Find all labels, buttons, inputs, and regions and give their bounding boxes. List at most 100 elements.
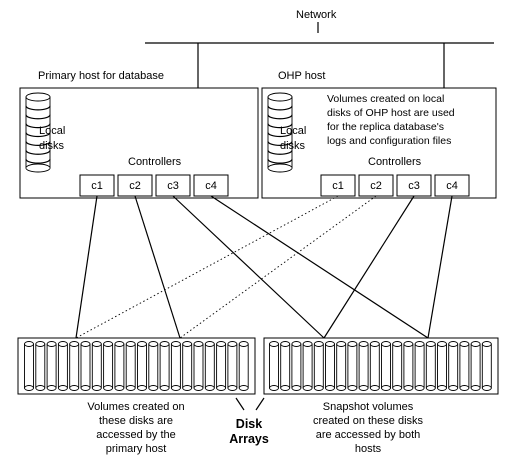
left-array-disk-bottom [137,385,147,391]
primary-disk-platter-edge [25,105,51,111]
right-array-disk [347,343,358,389]
left-array-disk-bottom [35,385,46,391]
primary-controller-c1-label: c1 [91,180,103,192]
left-array-disk-top [69,341,80,347]
left-array-disk-top [46,341,57,347]
ohp-note-line-3: for the replica database's [327,121,444,133]
right-array-disk-bottom [336,385,347,391]
right-array-disk-bottom [325,385,335,391]
left-array-disk-bottom [125,385,136,391]
right-array-disk-top [325,341,335,347]
left-array-disk-bottom [238,385,249,391]
right-array-disk [313,343,324,389]
link-ohp-c1-left-array-dotted [75,195,339,339]
left-disk-array-box [17,337,256,395]
right-array-disk-top [392,341,403,347]
left-array-disk-top [227,341,238,347]
primary-disk-platter-edge [25,114,51,120]
primary-disk-platter-edge [25,141,51,146]
right-array-disk-bottom [313,385,324,391]
disk-arrays-pointer-left [235,397,245,411]
right-disk-array [263,337,499,395]
ohp-controller-c3-label: c3 [408,180,420,192]
left-array-disk-bottom [80,385,91,391]
ohp-local-disks-label-2: disks [280,140,306,152]
right-array-disk-top [403,341,414,347]
right-array-disk [425,343,436,389]
left-array-disk-top [238,341,249,347]
right-array-disk-top [280,341,291,347]
primary-disk-stack-base-mask [26,167,50,169]
left-array-disk-bottom [227,385,238,391]
right-array-disk [448,343,459,389]
link-primary-c3-right-array [172,195,325,339]
right-caption-line-1: Snapshot volumes [323,401,414,413]
right-array-disk [302,343,313,389]
connections [75,195,453,339]
left-array-disk-top [204,341,215,347]
right-array-disk-top [459,341,470,347]
left-array-disk-top [159,341,170,347]
left-array-disk [148,343,159,389]
left-array-disk [57,343,68,389]
left-array-disk-top [24,341,34,347]
left-array-disk-bottom [57,385,68,391]
left-array-disk [125,343,136,389]
right-array-disk-top [470,341,481,347]
left-array-disk [91,343,102,389]
left-disk-array [17,337,256,395]
right-array-disk [325,343,335,389]
ohp-note-line-1: Volumes created on local [327,93,444,105]
ohp-note-line-2: disks of OHP host are used [327,107,455,119]
primary-controller-c2-label: c2 [129,180,141,192]
link-ohp-c4-right-array [427,195,453,339]
ohp-controllers-label: Controllers [368,156,422,168]
right-array-disk-bottom [425,385,436,391]
primary-host-label: Primary host for database [38,70,164,82]
left-array-disk [182,343,193,389]
left-caption-line-4: primary host [106,443,167,455]
left-array-disk-top [182,341,193,347]
left-array-disk [46,343,57,389]
primary-host: Primary host for database Local disks Co… [19,70,259,199]
left-array-disk-top [80,341,91,347]
right-array-disk-bottom [414,385,425,391]
right-array-disk-top [269,341,279,347]
ohp-disk-platter-edge [267,123,293,129]
right-array-disk-bottom [392,385,403,391]
link-ohp-c2-left-array-dotted [179,195,377,339]
left-array-disk-bottom [46,385,57,391]
left-array-disk-top [114,341,125,347]
right-array-caption: Snapshot volumes created on these disks … [313,401,424,455]
right-array-disk-bottom [470,385,481,391]
right-array-disk-bottom [347,385,358,391]
left-array-disk-bottom [204,385,215,391]
right-array-disk-top [425,341,436,347]
right-array-disk [459,343,470,389]
right-array-disk [269,343,279,389]
right-array-disk-bottom [269,385,279,391]
left-array-disk-bottom [182,385,193,391]
primary-disk-platter-edge [25,132,51,138]
left-array-disk-top [216,341,227,347]
left-array-disk [35,343,46,389]
right-array-disk [403,343,414,389]
left-array-disk-top [148,341,159,347]
ohp-host-label: OHP host [278,70,326,82]
primary-disk-platter-edge [25,158,51,164]
right-array-disk [437,343,447,389]
right-array-disk-top [313,341,324,347]
right-array-disk-bottom [381,385,391,391]
ohp-controller-c2-label: c2 [370,180,382,192]
left-array-disk-bottom [114,385,125,391]
right-array-disk-bottom [403,385,414,391]
right-array-disk-top [369,341,380,347]
disk-arrays-label-line-2: Arrays [229,432,269,446]
left-array-disk-bottom [103,385,114,391]
right-array-disk-bottom [369,385,380,391]
network-label: Network [296,9,337,21]
right-array-disk-bottom [358,385,369,391]
right-caption-line-2: created on these disks [313,415,424,427]
right-array-disk [280,343,291,389]
